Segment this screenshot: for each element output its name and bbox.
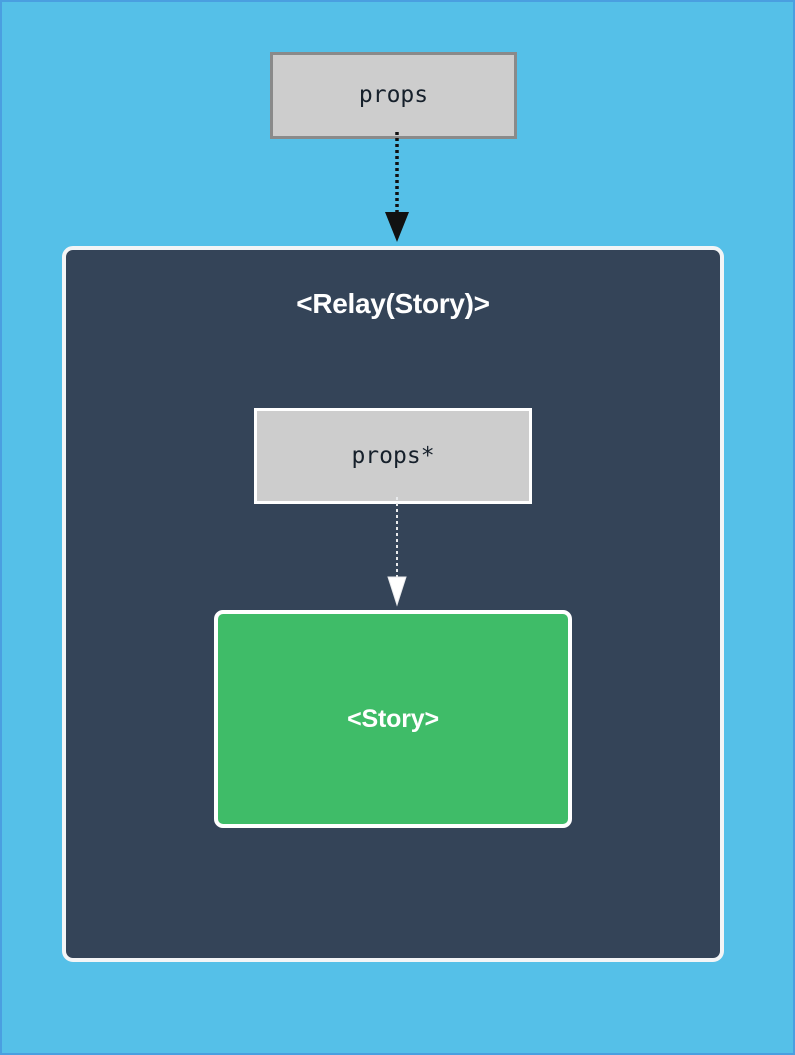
outer-props-label: props: [358, 82, 429, 108]
inner-props-star-box: props*: [254, 408, 532, 504]
outer-props-box: props: [270, 52, 517, 139]
inner-props-star-label: props*: [351, 442, 435, 469]
story-component-box: <Story>: [214, 610, 572, 828]
relay-panel-title: <Relay(Story)>: [296, 288, 490, 319]
story-component-label: <Story>: [347, 704, 439, 733]
props-to-relay-arrow-icon: [385, 132, 409, 242]
relay-story-panel: <Relay(Story)>: [62, 246, 724, 962]
